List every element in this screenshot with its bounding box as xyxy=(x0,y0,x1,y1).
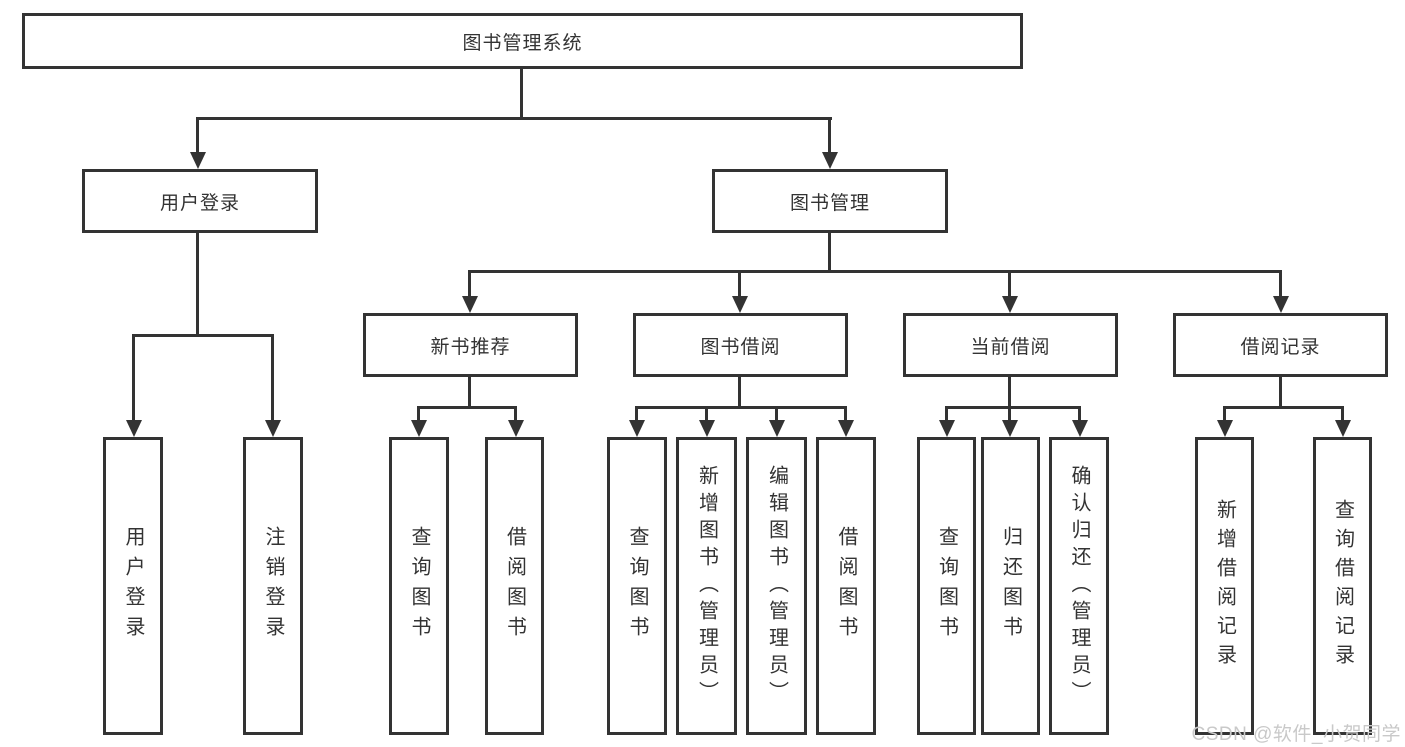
node-current-borrowing: 当前借阅 xyxy=(903,313,1118,377)
node-label: 图书借阅 xyxy=(700,336,781,358)
edge-line xyxy=(1279,377,1282,408)
edge-line xyxy=(1008,270,1011,297)
arrowhead-icon xyxy=(265,420,281,437)
node-label: 图书管理系统 xyxy=(462,32,583,54)
leaf-add-books-admin: 新增图书（管理员） xyxy=(676,437,737,735)
node-label: 确认归还（管理员） xyxy=(1068,464,1090,708)
arrowhead-icon xyxy=(508,420,524,437)
arrowhead-icon xyxy=(1335,420,1351,437)
node-label: 用户登录 xyxy=(159,192,240,214)
node-label: 编辑图书（管理员） xyxy=(765,464,788,708)
edge-line xyxy=(1008,406,1011,421)
edge-line xyxy=(1341,406,1344,421)
node-book-management: 图书管理 xyxy=(712,169,948,233)
leaf-query-books-recommend: 查询图书 xyxy=(389,437,449,735)
node-label: 查询图书 xyxy=(935,526,958,646)
node-label: 查询借阅记录 xyxy=(1331,499,1354,673)
node-user-login: 用户登录 xyxy=(82,169,318,233)
leaf-confirm-return-admin: 确认归还（管理员） xyxy=(1049,437,1109,735)
node-new-book-recommendation: 新书推荐 xyxy=(363,313,578,377)
edge-line xyxy=(1078,406,1081,421)
edge-line xyxy=(468,270,471,297)
edge-line xyxy=(196,117,199,155)
node-label: 新增图书（管理员） xyxy=(695,464,718,708)
leaf-query-books-current: 查询图书 xyxy=(917,437,976,735)
node-label: 归还图书 xyxy=(999,526,1022,646)
leaf-add-borrow-record: 新增借阅记录 xyxy=(1195,437,1254,735)
node-label: 图书管理 xyxy=(789,192,870,214)
leaf-borrow-books-recommend: 借阅图书 xyxy=(485,437,544,735)
arrowhead-icon xyxy=(939,420,955,437)
node-label: 查询图书 xyxy=(408,526,430,646)
edge-line xyxy=(417,406,517,409)
arrowhead-icon xyxy=(838,420,854,437)
node-label: 查询图书 xyxy=(626,526,648,646)
leaf-return-books: 归还图书 xyxy=(981,437,1040,735)
edge-line xyxy=(468,270,1282,273)
edge-line xyxy=(945,406,948,421)
edge-line xyxy=(828,233,831,273)
arrowhead-icon xyxy=(462,296,478,313)
edge-line xyxy=(417,406,420,421)
arrowhead-icon xyxy=(1273,296,1289,313)
edge-line xyxy=(635,406,847,409)
node-label: 注销登录 xyxy=(262,526,284,646)
arrowhead-icon xyxy=(822,152,838,169)
edge-line xyxy=(1279,270,1282,297)
edge-line xyxy=(775,406,778,421)
edge-line xyxy=(738,270,741,297)
edge-line xyxy=(635,406,638,421)
node-label: 借阅记录 xyxy=(1240,336,1321,358)
arrowhead-icon xyxy=(699,420,715,437)
edge-line xyxy=(196,117,832,120)
leaf-query-borrow-record: 查询借阅记录 xyxy=(1313,437,1372,735)
arrowhead-icon xyxy=(411,420,427,437)
csdn-watermark: CSDN @软件_小贺同学 xyxy=(1191,724,1401,745)
node-borrowing-records: 借阅记录 xyxy=(1173,313,1388,377)
node-label: 借阅图书 xyxy=(835,526,857,646)
node-library-management-system: 图书管理系统 xyxy=(22,13,1023,69)
node-label: 用户登录 xyxy=(122,526,144,646)
arrowhead-icon xyxy=(732,296,748,313)
leaf-logout: 注销登录 xyxy=(243,437,303,735)
edge-line xyxy=(468,377,471,408)
arrowhead-icon xyxy=(1072,420,1088,437)
arrowhead-icon xyxy=(126,420,142,437)
edge-line xyxy=(196,233,199,337)
leaf-query-books-borrowing: 查询图书 xyxy=(607,437,667,735)
edge-line xyxy=(514,406,517,421)
node-label: 新书推荐 xyxy=(430,336,511,358)
edge-line xyxy=(738,377,741,408)
arrowhead-icon xyxy=(190,152,206,169)
arrowhead-icon xyxy=(1002,296,1018,313)
arrowhead-icon xyxy=(769,420,785,437)
edge-line xyxy=(1223,406,1344,409)
edge-line xyxy=(132,334,135,420)
node-label: 当前借阅 xyxy=(970,336,1051,358)
leaf-borrow-books: 借阅图书 xyxy=(816,437,876,735)
arrowhead-icon xyxy=(1002,420,1018,437)
arrowhead-icon xyxy=(1217,420,1233,437)
node-label: 借阅图书 xyxy=(503,526,526,646)
leaf-user-login: 用户登录 xyxy=(103,437,163,735)
edge-line xyxy=(132,334,274,337)
edge-line xyxy=(271,334,274,420)
leaf-edit-books-admin: 编辑图书（管理员） xyxy=(746,437,807,735)
edge-line xyxy=(945,406,1081,409)
edge-line xyxy=(1223,406,1226,421)
edge-line xyxy=(520,68,523,119)
edge-line xyxy=(1008,377,1011,408)
edge-line xyxy=(705,406,708,421)
arrowhead-icon xyxy=(629,420,645,437)
edge-line xyxy=(844,406,847,421)
node-book-borrowing: 图书借阅 xyxy=(633,313,848,377)
node-label: 新增借阅记录 xyxy=(1213,499,1236,673)
edge-line xyxy=(828,117,831,155)
